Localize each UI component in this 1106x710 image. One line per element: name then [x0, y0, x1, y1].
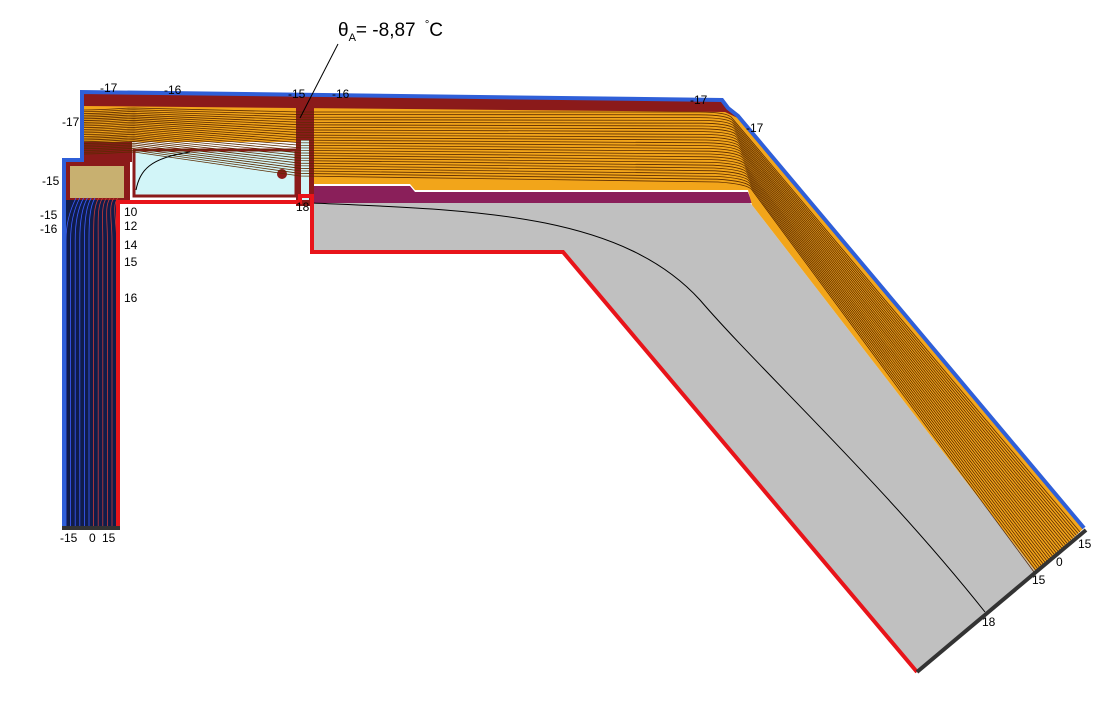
label-top-left-b: -16 [164, 83, 182, 97]
isotherm-line [83, 126, 1061, 550]
insulation-roof [82, 100, 1084, 572]
isotherm-line [83, 107, 1081, 533]
label-inner-10: 10 [124, 205, 138, 219]
label-slope-end-c: 15 [1032, 573, 1046, 587]
isotherm-line-wall [65, 197, 77, 526]
label-window-left-b: -15 [40, 208, 58, 222]
label-inner-14: 14 [124, 238, 138, 252]
isotherm-line [83, 144, 1042, 566]
unit-label: C [429, 20, 443, 41]
isotherm-line-wall [79, 197, 88, 526]
isotherm-line [83, 141, 1046, 563]
label-window-left-c: -16 [40, 222, 58, 236]
wall-core [62, 200, 118, 528]
isotherm-line [83, 125, 1062, 549]
isotherm-line [83, 119, 1068, 544]
isotherm-line [83, 137, 1050, 560]
isotherm-line [83, 130, 1057, 554]
label-wall-bottom-b: 0 [89, 531, 96, 545]
isotherm-line [83, 135, 1051, 558]
concrete-slab [312, 197, 1036, 672]
isotherm-line-wall [97, 197, 103, 526]
isotherm-line [83, 148, 1039, 570]
isotherm-lines-roof [83, 107, 1081, 573]
window-frame-inner [70, 166, 124, 198]
isotherm-line [83, 142, 1044, 565]
isotherm-line [83, 111, 1077, 536]
exterior-boundary [62, 89, 1086, 530]
isotherm-line-wall [93, 197, 100, 526]
isotherm-line-wall [110, 197, 115, 526]
label-slope-end-a: 15 [1078, 537, 1092, 551]
degree-mark: ° [425, 19, 429, 31]
isotherm-line-wall [74, 197, 84, 526]
isotherm-line [83, 151, 1035, 573]
label-inner-15: 15 [124, 255, 138, 269]
theta-subscript: A [349, 32, 357, 44]
label-slope-end-d: 18 [982, 615, 996, 629]
isotherm-line [83, 132, 1055, 555]
isotherm-line [83, 112, 1075, 538]
label-post-top-b: -16 [332, 87, 350, 101]
vapour-membrane [312, 186, 752, 203]
isotherm-18-concrete [311, 202, 986, 613]
isotherm-line [83, 109, 1079, 534]
isotherm-line [83, 116, 1072, 541]
label-roof-right-a: -17 [690, 93, 708, 107]
label-inner-16: 16 [124, 291, 138, 305]
isotherm-line [83, 149, 1037, 571]
label-wall-bottom-c: 15 [102, 531, 116, 545]
theta-symbol: θ [338, 20, 349, 41]
label-post-bottom: 18 [296, 200, 310, 214]
isotherm-line-wall [84, 197, 92, 526]
isotherm-line [83, 146, 1040, 568]
isotherm-glass-cavity [135, 151, 191, 191]
adiabatic-boundary-slope [915, 528, 1088, 674]
isotherm-line [83, 114, 1073, 539]
label-window-left: -15 [42, 174, 60, 188]
isotherm-line [83, 121, 1066, 546]
label-top-left-a: -17 [100, 81, 118, 95]
interior-boundary [116, 194, 919, 674]
isotherm-line [83, 133, 1053, 557]
isotherm-line-wall [88, 197, 96, 526]
label-top-left-side: -17 [62, 115, 80, 129]
isotherm-line-wall [70, 197, 81, 526]
glass-cavity [132, 148, 298, 198]
label-post-top: -15 [288, 87, 306, 101]
isotherm-line-wall [106, 197, 111, 526]
isotherm-line [83, 123, 1064, 547]
label-roof-right-b: -17 [746, 121, 764, 135]
theta-value: = -8,87 [356, 20, 416, 41]
post-glass [301, 140, 309, 200]
isotherm-line [83, 128, 1059, 552]
label-inner-12: 12 [124, 219, 138, 233]
isotherm-line [83, 139, 1048, 562]
label-slope-end-b: 0 [1056, 555, 1063, 569]
isotherm-line [83, 118, 1070, 542]
label-wall-bottom-a: -15 [60, 531, 78, 545]
theta-annotation: θA= -8,87 °C [338, 19, 443, 44]
isotherm-line-wall [102, 197, 107, 526]
annotation-leader [299, 43, 339, 119]
